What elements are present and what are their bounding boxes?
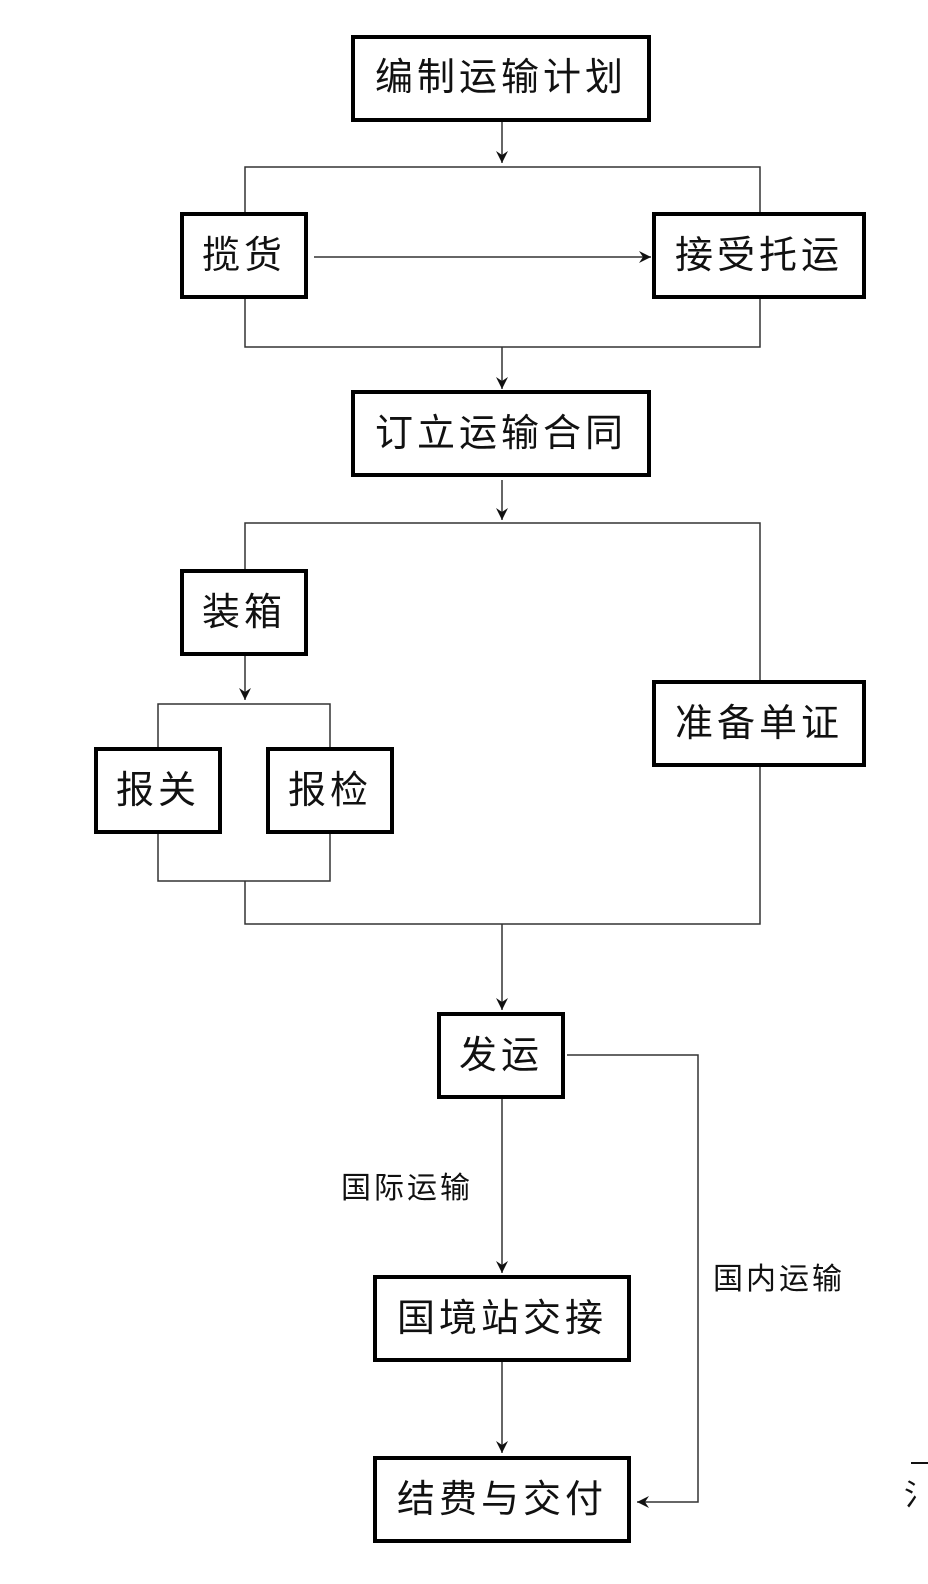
edge-label-domestic: 国内运输 [713,1262,845,1297]
node-inspection-label: 报检 [288,768,372,812]
node-solicit: 揽货 [180,212,308,299]
node-settlement: 结费与交付 [373,1456,631,1543]
connector-dispatch-to-settlement-domestic [567,1054,699,1508]
node-inspection: 报检 [266,747,394,834]
node-customs-label: 报关 [116,768,200,812]
node-customs: 报关 [94,747,222,834]
bracket-bottom-solicit-accept [244,298,761,348]
node-accept: 接受托运 [652,212,866,299]
node-dispatch: 发运 [437,1012,565,1099]
node-contract-label: 订立运输合同 [375,411,627,455]
node-contract: 订立运输合同 [351,390,651,477]
node-dispatch-label: 发运 [459,1033,543,1077]
node-stuffing-label: 装箱 [202,590,286,634]
node-border: 国境站交接 [373,1275,631,1362]
node-plan: 编制运输计划 [351,35,651,122]
node-border-label: 国境站交接 [397,1296,607,1340]
node-plan-label: 编制运输计划 [375,55,627,99]
node-documents-label: 准备单证 [675,701,843,745]
node-accept-label: 接受托运 [675,233,843,277]
node-settlement-label: 结费与交付 [397,1477,607,1521]
node-documents: 准备单证 [652,680,866,767]
node-stuffing: 装箱 [180,569,308,656]
bracket-customs-inspection-top [157,703,331,748]
bracket-stuffing-documents [244,522,761,681]
connectors [157,122,761,1508]
node-solicit-label: 揽货 [202,233,286,277]
bracket-top-solicit-accept [244,166,761,212]
page-fragment-text: 氵 [904,1478,928,1513]
bracket-customs-inspection-bottom [157,834,331,882]
edge-label-international: 国际运输 [341,1171,473,1206]
